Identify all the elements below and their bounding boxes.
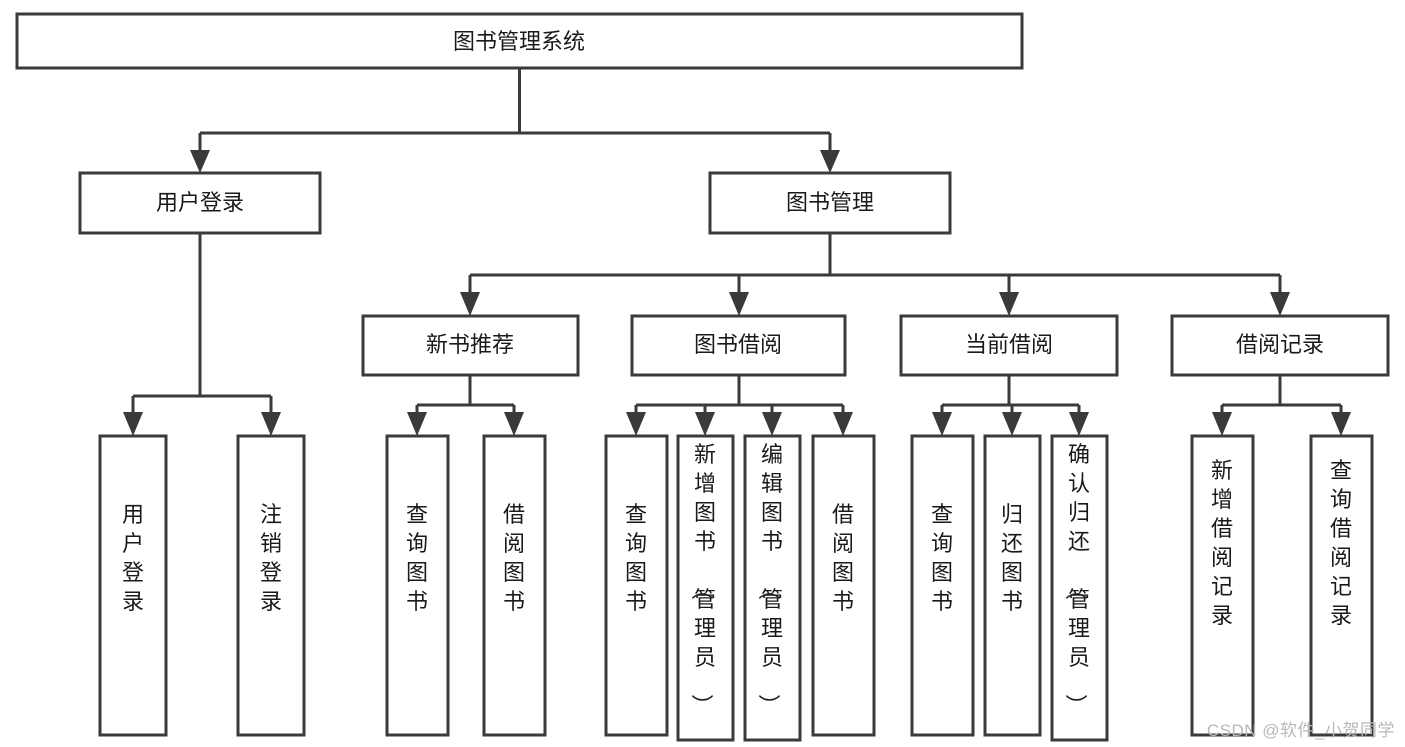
node-leaf-user-login-label: 用户登录 <box>122 502 144 614</box>
arrow-to-leaf-query-book-1 <box>407 412 427 436</box>
node-user-login-box[interactable] <box>78 171 322 235</box>
node-borrow-record-label: 借阅记录 <box>1236 332 1324 357</box>
node-leaf-borrow-book-1-label: 借阅图书 <box>503 502 525 614</box>
node-leaf-query-record-label: 查询借阅记录 <box>1330 458 1352 628</box>
arrow-to-book-manage <box>820 150 840 173</box>
edge-root-bus <box>198 68 832 150</box>
node-current-borrow-label: 当前借阅 <box>965 332 1053 357</box>
node-leaf-query-book-1-label: 查询图书 <box>406 502 428 614</box>
node-new-book-rec-label: 新书推荐 <box>426 332 514 357</box>
node-leaf-edit-book[interactable]: 编辑图书（管理员） <box>743 434 802 742</box>
node-book-manage[interactable]: 图书管理 <box>708 171 952 235</box>
node-leaf-query-book-3-box[interactable] <box>910 434 975 737</box>
edge-borrowrecord-bus <box>1220 375 1343 414</box>
arrow-to-leaf-edit-book <box>762 412 782 436</box>
node-leaf-edit-book-label: 编辑图书（管理员） <box>756 442 783 716</box>
node-book-manage-box[interactable] <box>708 171 952 235</box>
node-leaf-query-record[interactable]: 查询借阅记录 <box>1309 434 1374 737</box>
node-leaf-add-book-label: 新增图书（管理员） <box>689 442 716 716</box>
node-leaf-add-book-box[interactable] <box>676 434 735 742</box>
node-root-box[interactable] <box>15 12 1024 70</box>
node-leaf-logout-label: 注销登录 <box>260 502 282 614</box>
arrow-to-leaf-add-record <box>1212 412 1232 436</box>
node-leaf-return-book-box[interactable] <box>983 434 1042 737</box>
node-book-borrow[interactable]: 图书借阅 <box>630 314 847 377</box>
arrow-to-book-borrow <box>729 292 749 316</box>
node-leaf-add-book[interactable]: 新增图书（管理员） <box>676 434 735 742</box>
node-leaf-confirm-return-label: 确认归还（管理员） <box>1063 442 1090 716</box>
node-leaf-borrow-book-2[interactable]: 借阅图书 <box>811 434 876 737</box>
node-leaf-confirm-return-box[interactable] <box>1050 434 1109 742</box>
arrow-to-current-borrow <box>999 292 1019 316</box>
arrow-to-new-book-rec <box>460 292 480 316</box>
arrow-to-leaf-user-login <box>123 412 143 436</box>
arrow-to-leaf-query-book-2 <box>626 412 646 436</box>
node-user-login-label: 用户登录 <box>156 190 244 215</box>
node-root[interactable]: 图书管理系统 <box>15 12 1024 70</box>
node-current-borrow[interactable]: 当前借阅 <box>899 314 1119 377</box>
edge-layer <box>123 68 1351 436</box>
node-leaf-user-login-box[interactable] <box>98 434 168 737</box>
node-user-login[interactable]: 用户登录 <box>78 171 322 235</box>
arrow-to-leaf-borrow-book-2 <box>833 412 853 436</box>
node-book-borrow-label: 图书借阅 <box>694 332 782 357</box>
node-leaf-query-book-1[interactable]: 查询图书 <box>385 434 450 737</box>
node-new-book-rec-box[interactable] <box>361 314 580 377</box>
arrow-to-leaf-logout <box>261 412 281 436</box>
node-book-borrow-box[interactable] <box>630 314 847 377</box>
arrow-to-leaf-query-record <box>1331 412 1351 436</box>
edge-userlogin-bus <box>131 233 273 412</box>
arrow-to-user-login <box>190 150 210 173</box>
node-leaf-query-book-1-box[interactable] <box>385 434 450 737</box>
arrow-to-leaf-borrow-book-1 <box>504 412 524 436</box>
node-leaf-query-book-3-label: 查询图书 <box>931 502 953 614</box>
node-leaf-add-record[interactable]: 新增借阅记录 <box>1190 434 1255 737</box>
arrow-to-leaf-confirm-return <box>1069 412 1089 436</box>
node-leaf-query-book-2-box[interactable] <box>604 434 669 737</box>
node-leaf-query-book-3[interactable]: 查询图书 <box>910 434 975 737</box>
node-leaf-return-book[interactable]: 归还图书 <box>983 434 1042 737</box>
edge-bookborrow-bus <box>634 375 845 414</box>
edge-currentborrow-bus <box>940 375 1081 414</box>
arrow-to-borrow-record <box>1270 292 1290 316</box>
node-root-label: 图书管理系统 <box>453 29 585 54</box>
node-leaf-borrow-book-2-label: 借阅图书 <box>832 502 854 614</box>
arrow-to-leaf-query-book-3 <box>932 412 952 436</box>
node-new-book-rec[interactable]: 新书推荐 <box>361 314 580 377</box>
edge-newbookrec-bus <box>415 375 516 414</box>
node-leaf-add-record-label: 新增借阅记录 <box>1211 458 1233 628</box>
node-leaf-borrow-book-2-box[interactable] <box>811 434 876 737</box>
node-borrow-record-box[interactable] <box>1170 314 1390 377</box>
node-current-borrow-box[interactable] <box>899 314 1119 377</box>
node-leaf-query-book-2[interactable]: 查询图书 <box>604 434 669 737</box>
node-leaf-return-book-label: 归还图书 <box>1001 502 1023 614</box>
node-book-manage-label: 图书管理 <box>786 190 874 215</box>
node-leaf-logout-box[interactable] <box>236 434 306 737</box>
node-leaf-user-login[interactable]: 用户登录 <box>98 434 168 737</box>
node-borrow-record[interactable]: 借阅记录 <box>1170 314 1390 377</box>
node-leaf-add-record-box[interactable] <box>1190 434 1255 737</box>
node-leaf-query-book-2-label: 查询图书 <box>625 502 647 614</box>
node-leaf-edit-book-box[interactable] <box>743 434 802 742</box>
node-leaf-query-record-box[interactable] <box>1309 434 1374 737</box>
node-leaf-logout[interactable]: 注销登录 <box>236 434 306 737</box>
node-leaf-borrow-book-1-box[interactable] <box>482 434 547 737</box>
node-leaf-confirm-return[interactable]: 确认归还（管理员） <box>1050 434 1109 742</box>
arrow-to-leaf-add-book <box>695 412 715 436</box>
edge-bookmanage-bus <box>468 233 1282 292</box>
node-leaf-borrow-book-1[interactable]: 借阅图书 <box>482 434 547 737</box>
arrow-to-leaf-return-book <box>1002 412 1022 436</box>
